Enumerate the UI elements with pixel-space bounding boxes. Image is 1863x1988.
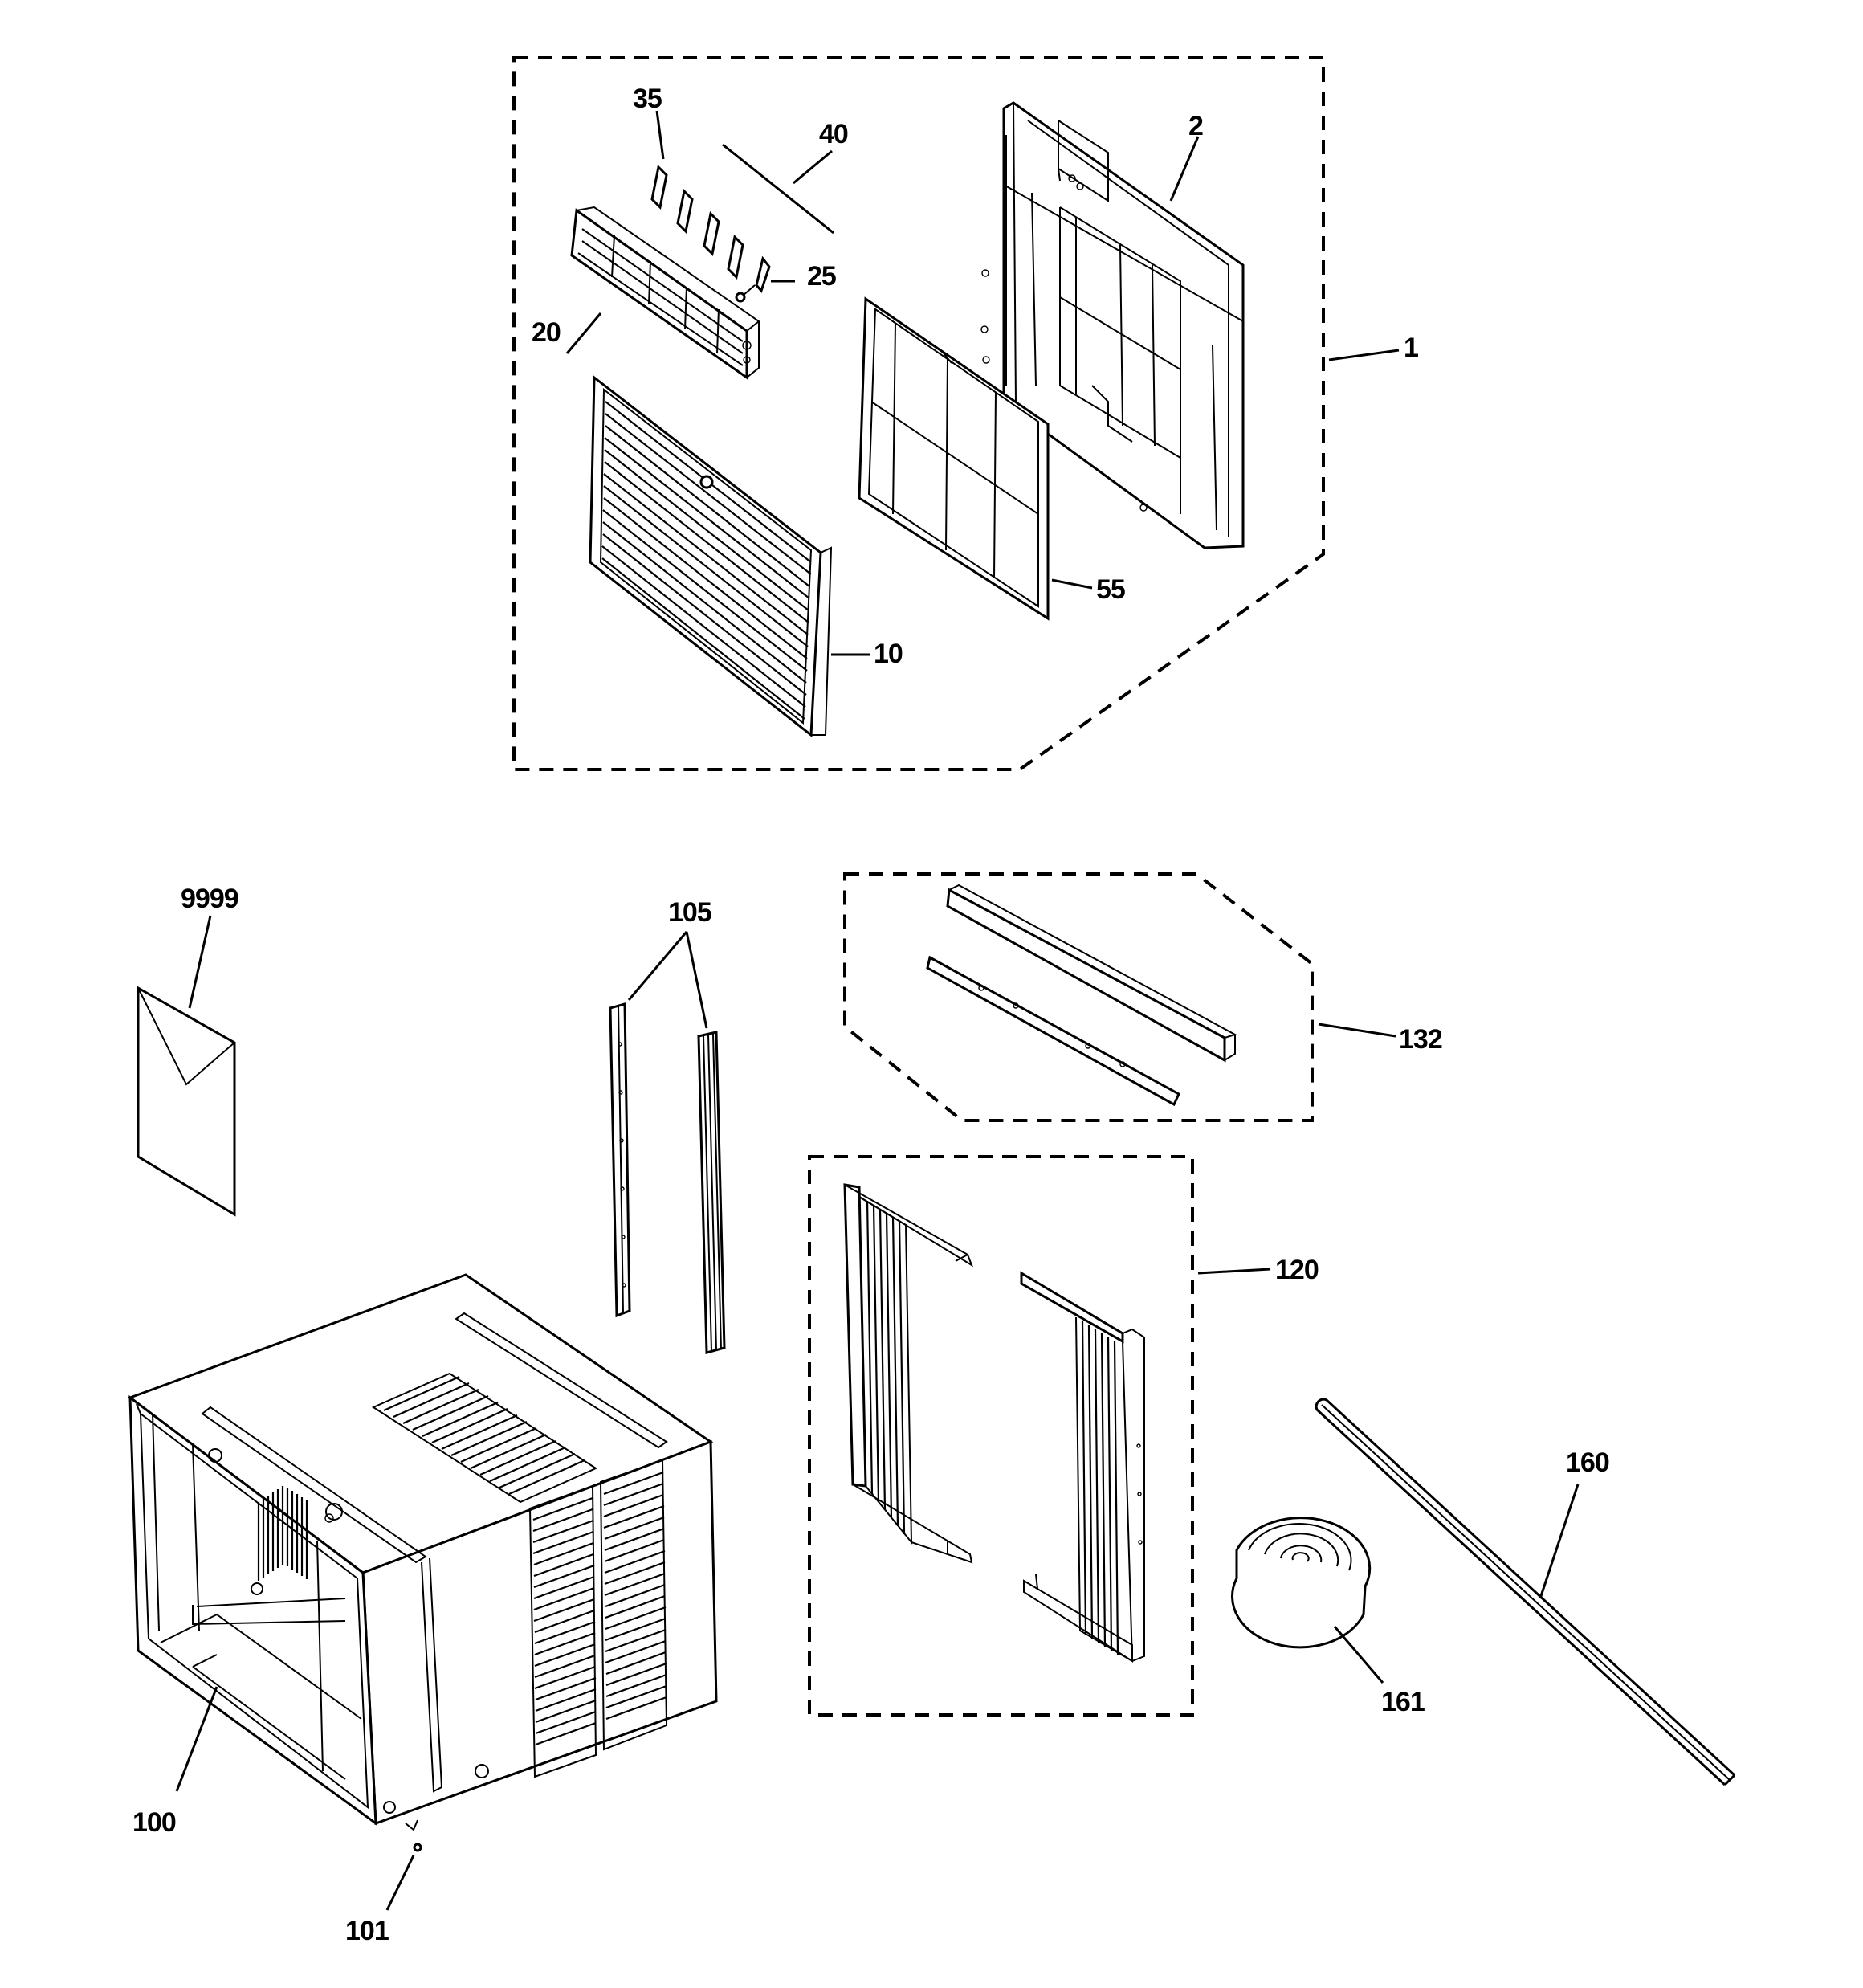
- callout-1: 1: [1404, 333, 1418, 363]
- callout-105: 105: [668, 897, 711, 928]
- top-rail-kit-group: [843, 872, 1396, 1122]
- screw: [385, 1843, 422, 1911]
- callout-10: 10: [874, 639, 903, 669]
- bottom-rail: [926, 955, 1180, 1107]
- front-grille-assembly-group: [512, 56, 1400, 771]
- owners-manual: [137, 915, 236, 1217]
- callout-160: 160: [1566, 1447, 1609, 1478]
- assembly-120-boundary: [808, 1155, 1194, 1717]
- air-filter: [858, 296, 1050, 621]
- louver-assembly: [570, 206, 760, 380]
- side-curtain-kit-group: [808, 1155, 1271, 1717]
- left-side-curtain: [843, 1183, 973, 1564]
- callout-40: 40: [819, 119, 848, 149]
- callout-9999: 9999: [181, 884, 238, 914]
- callout-161: 161: [1381, 1687, 1425, 1717]
- panel-screws: [980, 269, 1148, 512]
- louver-vanes: [650, 164, 771, 303]
- assembly-1-boundary: [512, 56, 1325, 771]
- top-rail: [946, 884, 1237, 1063]
- callout-35: 35: [633, 84, 662, 114]
- leader-lines-assembly-1: [565, 110, 1400, 656]
- callout-132: 132: [1399, 1024, 1442, 1055]
- callout-20: 20: [532, 317, 561, 348]
- callout-55: 55: [1096, 574, 1125, 605]
- front-panel-frame: [1002, 101, 1245, 549]
- gasket-strip: [1315, 1398, 1736, 1786]
- link-rod: [722, 143, 834, 235]
- callout-101: 101: [345, 1916, 389, 1946]
- right-side-curtain: [1020, 1271, 1145, 1663]
- callout-2: 2: [1188, 111, 1203, 141]
- cabinet-housing: [127, 1273, 718, 1831]
- callout-25: 25: [807, 261, 836, 292]
- callout-100: 100: [132, 1807, 176, 1838]
- front-grille: [589, 374, 833, 737]
- foam-seal-roll: [1230, 1517, 1384, 1684]
- side-seal-strips: [609, 931, 726, 1354]
- callout-120: 120: [1275, 1255, 1319, 1285]
- assembly-132-boundary: [843, 872, 1314, 1122]
- callout-labels: 35 40 2 25 20 1 55 10 9999 105 132 120 1…: [132, 84, 1610, 1946]
